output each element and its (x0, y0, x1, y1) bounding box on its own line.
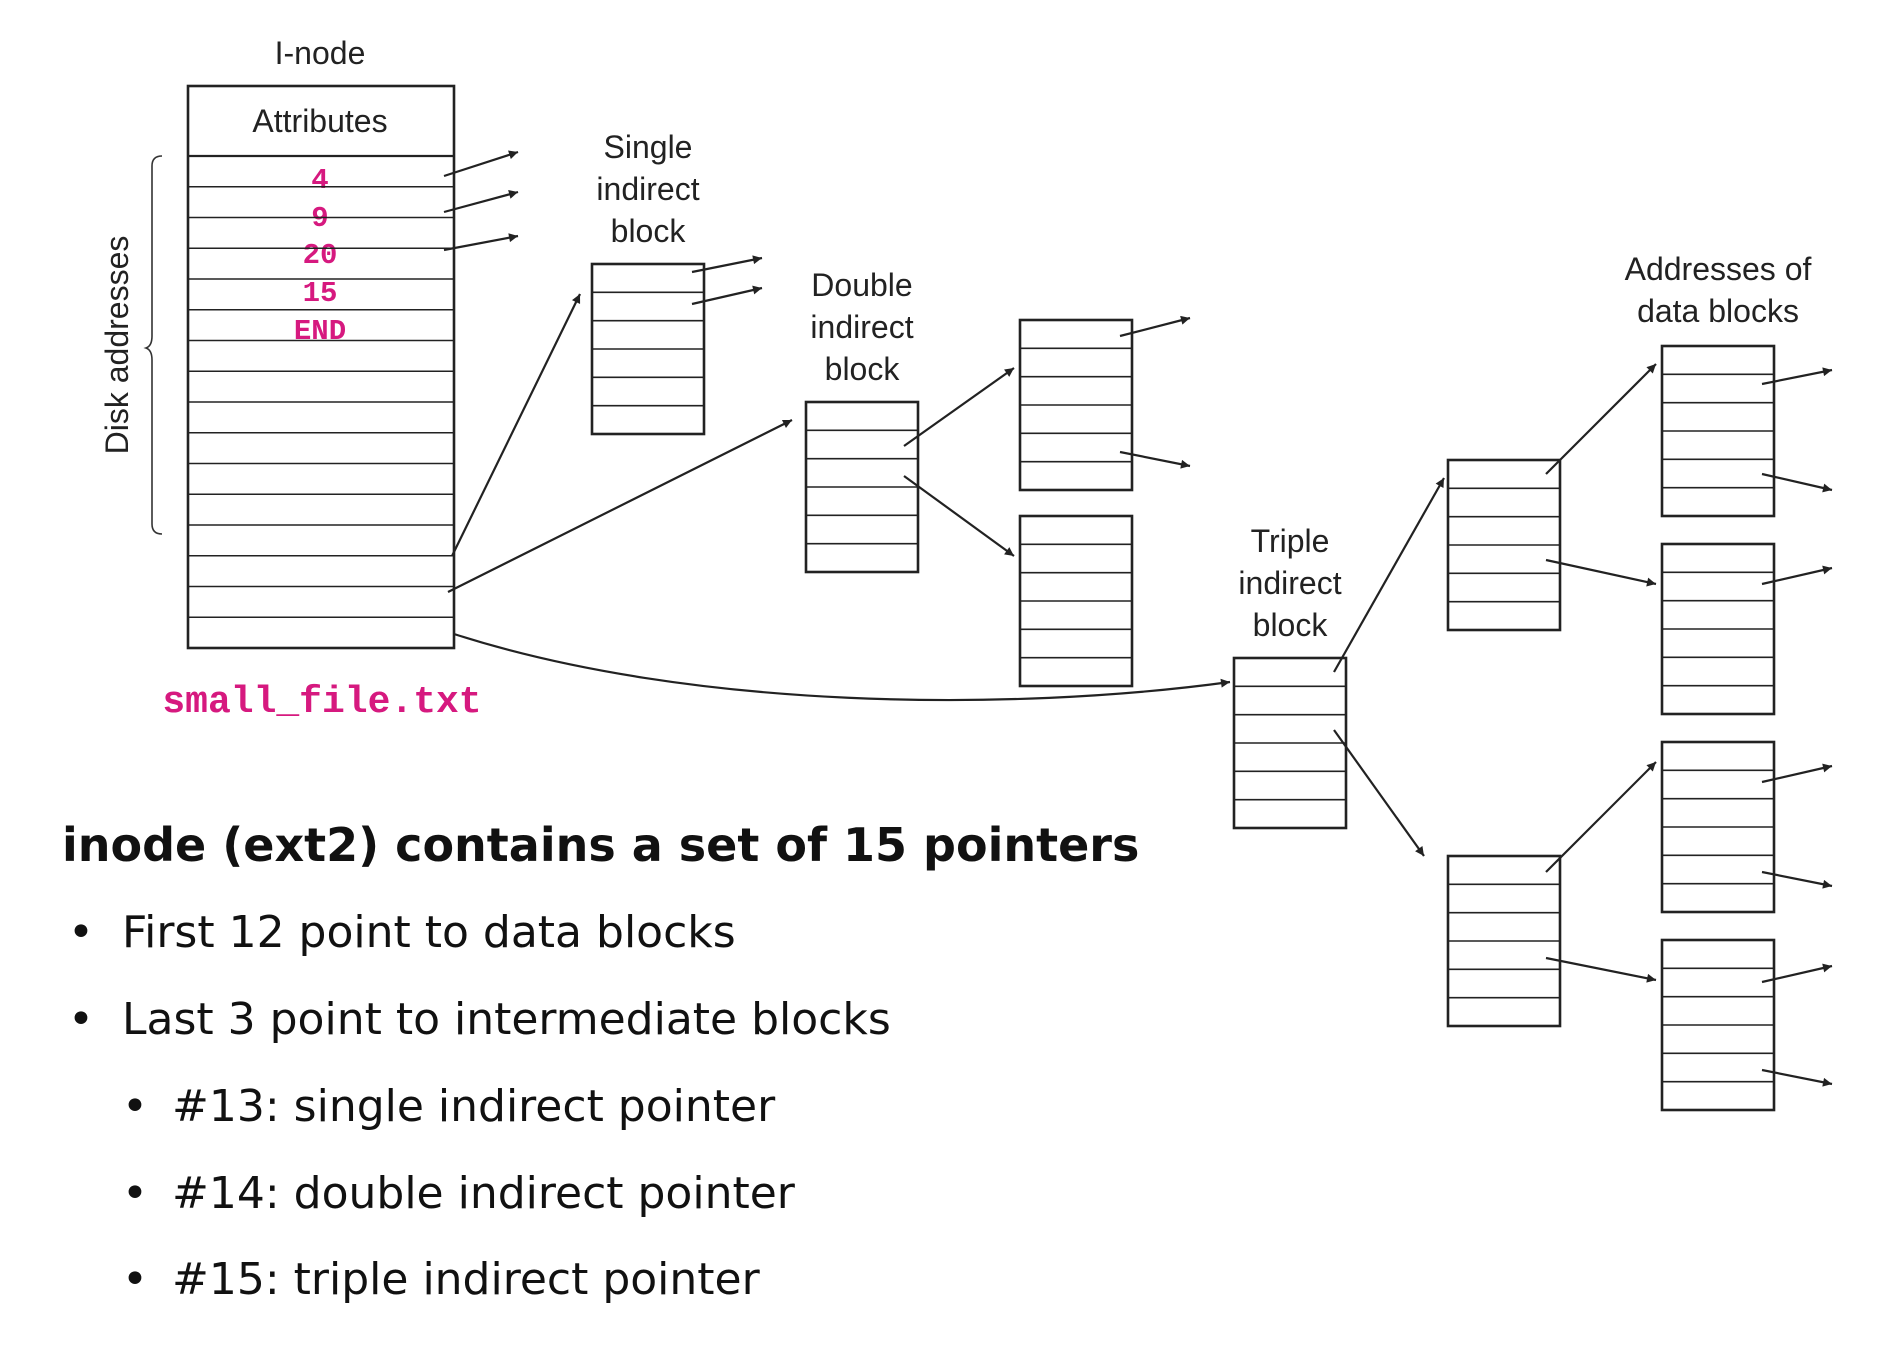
svg-text:block: block (825, 351, 901, 387)
data-pointer-arrow (1119, 315, 1191, 338)
svg-text:indirect: indirect (596, 171, 699, 207)
inode-outline (186, 84, 456, 650)
double-indirect-label: Double indirect block (810, 267, 913, 387)
sub-bullet-single: #13: single indirect pointer (122, 1081, 1262, 1134)
svg-text:block: block (611, 213, 687, 249)
address-4: 15 (303, 277, 338, 310)
svg-text:Single: Single (604, 129, 693, 165)
bullet-intermediate-pointers: Last 3 point to intermediate blocks #13:… (62, 994, 1262, 1307)
single-indirect-label: Single indirect block (596, 129, 699, 249)
data-block-3 (1660, 740, 1776, 914)
attributes-label: Attributes (252, 103, 387, 139)
inode-to-double-arrow (447, 419, 793, 593)
data-blocks-label: Addresses of data blocks (1625, 251, 1812, 329)
single-indirect-block (590, 262, 706, 436)
blocks (186, 84, 1776, 1112)
data-block-1 (1660, 344, 1776, 518)
text-block: inode (ext2) contains a set of 15 pointe… (62, 818, 1262, 1341)
address-1: 4 (311, 164, 328, 197)
child-to-data-arrow (1545, 761, 1657, 873)
svg-text:Double: Double (811, 267, 912, 303)
data-block-2 (1660, 542, 1776, 716)
file-name-label: small_file.txt (162, 681, 481, 724)
bullet-intermediate-text: Last 3 point to intermediate blocks (122, 993, 891, 1045)
svg-text:Addresses of: Addresses of (1625, 251, 1812, 287)
svg-text:block: block (1253, 607, 1329, 643)
sub-bullet-double: #14: double indirect pointer (122, 1168, 1262, 1221)
single-pointer-arrow (691, 285, 763, 306)
data-pointer-arrow (1761, 963, 1833, 984)
triple-indirect-block (1232, 656, 1348, 830)
inode-label: I-node (275, 35, 366, 71)
svg-text:data blocks: data blocks (1637, 293, 1799, 329)
svg-text:indirect: indirect (810, 309, 913, 345)
inode-table (186, 84, 456, 650)
inode-to-single-arrow (451, 293, 581, 557)
direct-pointer-arrow (443, 190, 519, 214)
child-to-data-arrow (1545, 956, 1657, 983)
data-block-4 (1660, 938, 1776, 1112)
double-to-child-arrow (903, 475, 1015, 557)
double-indirect-block (804, 400, 920, 574)
inode-to-triple-arrow (453, 632, 1231, 702)
triple-child-block-2 (1446, 854, 1562, 1028)
address-end: END (294, 315, 346, 348)
triple-indirect-label: Triple indirect block (1238, 523, 1341, 643)
data-pointer-arrow (1761, 565, 1833, 586)
data-pointer-arrow (1761, 763, 1833, 784)
child-to-data-arrow (1545, 363, 1657, 475)
address-values: 4 9 20 15 END (294, 164, 346, 348)
data-pointer-arrow (1761, 1068, 1833, 1087)
disk-addresses-brace (143, 155, 163, 535)
bullet-direct-pointers: First 12 point to data blocks (62, 907, 1262, 960)
arrows (443, 150, 1833, 1087)
triple-to-child-arrow (1333, 729, 1425, 857)
address-3: 20 (303, 239, 338, 272)
heading: inode (ext2) contains a set of 15 pointe… (62, 818, 1140, 872)
triple-to-child-arrow (1333, 477, 1445, 673)
child-to-data-arrow (1545, 558, 1657, 587)
sub-bullet-list: #13: single indirect pointer #14: double… (122, 1081, 1262, 1307)
address-2: 9 (311, 202, 328, 235)
data-pointer-arrow (1761, 472, 1833, 493)
data-pointer-arrow (1119, 450, 1191, 469)
double-child-block-2 (1018, 514, 1134, 688)
svg-text:Triple: Triple (1251, 523, 1330, 559)
direct-pointer-arrow (443, 233, 519, 252)
svg-text:indirect: indirect (1238, 565, 1341, 601)
double-child-block-1 (1018, 318, 1134, 492)
data-pointer-arrow (1761, 367, 1833, 386)
bullet-list: First 12 point to data blocks Last 3 poi… (62, 907, 1262, 1307)
triple-child-block-1 (1446, 458, 1562, 632)
direct-pointer-arrow (443, 150, 519, 178)
single-pointer-arrow (691, 255, 763, 274)
double-to-child-arrow (903, 367, 1015, 447)
disk-addresses-label: Disk addresses (99, 236, 135, 455)
data-pointer-arrow (1761, 870, 1833, 889)
sub-bullet-triple: #15: triple indirect pointer (122, 1254, 1262, 1307)
